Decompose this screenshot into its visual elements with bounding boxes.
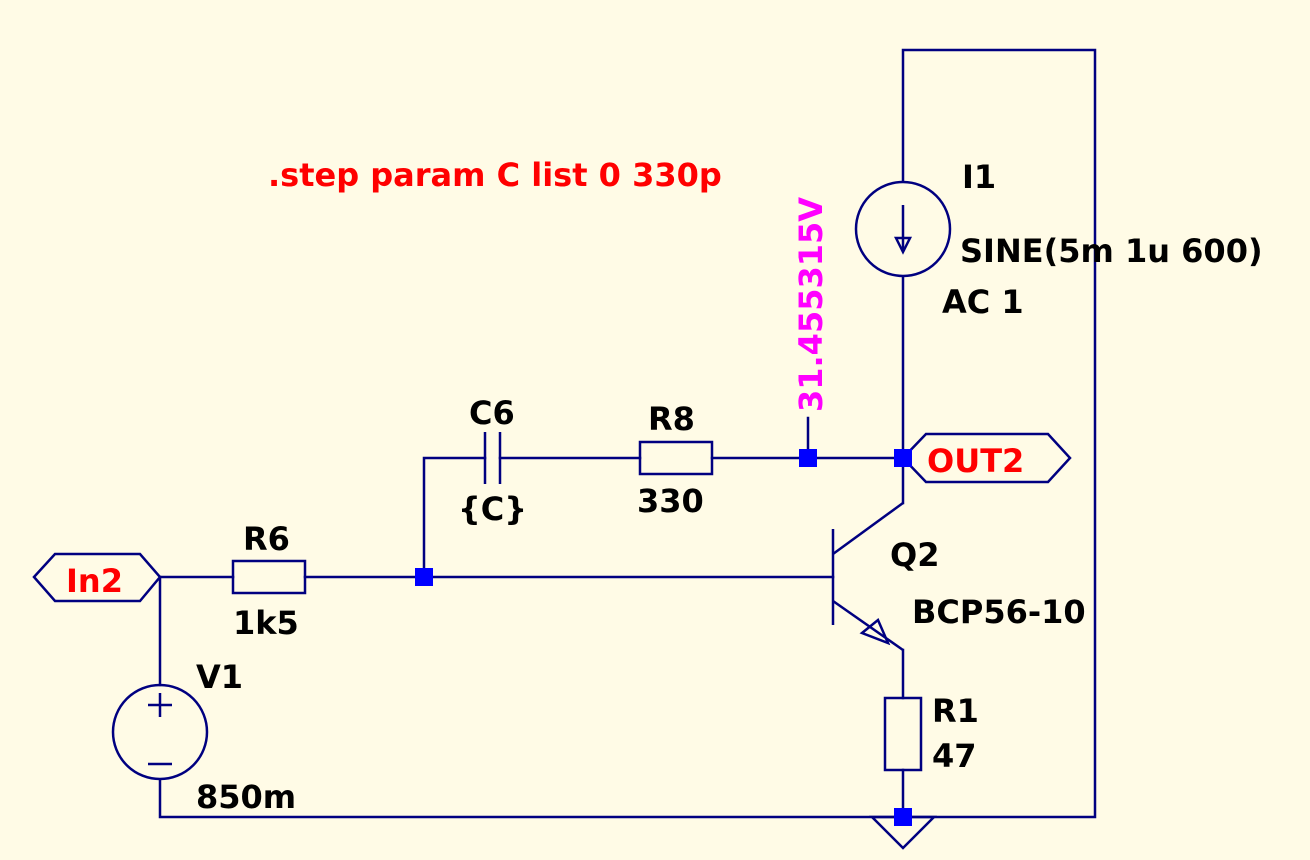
step-directive[interactable]: .step param C list 0 330p [268, 156, 722, 194]
wires [158, 48, 1097, 819]
probe-voltage-label: 31.455315V [792, 197, 830, 412]
junction-nodes [415, 449, 912, 826]
transistor-q2[interactable] [831, 501, 904, 652]
port-out2[interactable] [901, 432, 1072, 484]
c6-name: C6 [469, 394, 515, 432]
i1-ac: AC 1 [942, 283, 1024, 321]
wire-feedback-left[interactable] [422, 456, 487, 579]
q2-name: Q2 [890, 536, 939, 574]
q2-value: BCP56-10 [912, 593, 1086, 631]
voltage-source-v1[interactable] [111, 683, 209, 781]
current-source-i1[interactable] [854, 180, 952, 278]
r8-value: 330 [637, 482, 704, 520]
wire-top-loop[interactable] [901, 48, 1097, 819]
r1-name: R1 [932, 692, 979, 730]
i1-name: I1 [962, 158, 996, 196]
resistor-r8[interactable] [638, 440, 714, 476]
junction-dot[interactable] [894, 449, 912, 467]
junction-dot[interactable] [415, 568, 433, 586]
v1-name: V1 [196, 658, 243, 696]
r1-value: 47 [932, 737, 977, 775]
port-out2-label: OUT2 [927, 442, 1024, 480]
r8-name: R8 [648, 400, 695, 438]
capacitor-c6[interactable] [483, 432, 502, 484]
port-in2[interactable] [32, 552, 162, 603]
junction-dot[interactable] [894, 808, 912, 826]
v1-value: 850m [196, 778, 296, 816]
c6-value: {C} [458, 490, 527, 528]
resistor-r6[interactable] [231, 559, 307, 595]
junction-dot[interactable] [799, 449, 817, 467]
i1-value: SINE(5m 1u 600) [960, 232, 1263, 270]
r6-name: R6 [243, 520, 290, 558]
wire-ground-rail[interactable] [158, 778, 905, 819]
r6-value: 1k5 [233, 604, 299, 642]
resistor-r1[interactable] [883, 696, 923, 772]
port-in2-label: In2 [66, 562, 123, 600]
